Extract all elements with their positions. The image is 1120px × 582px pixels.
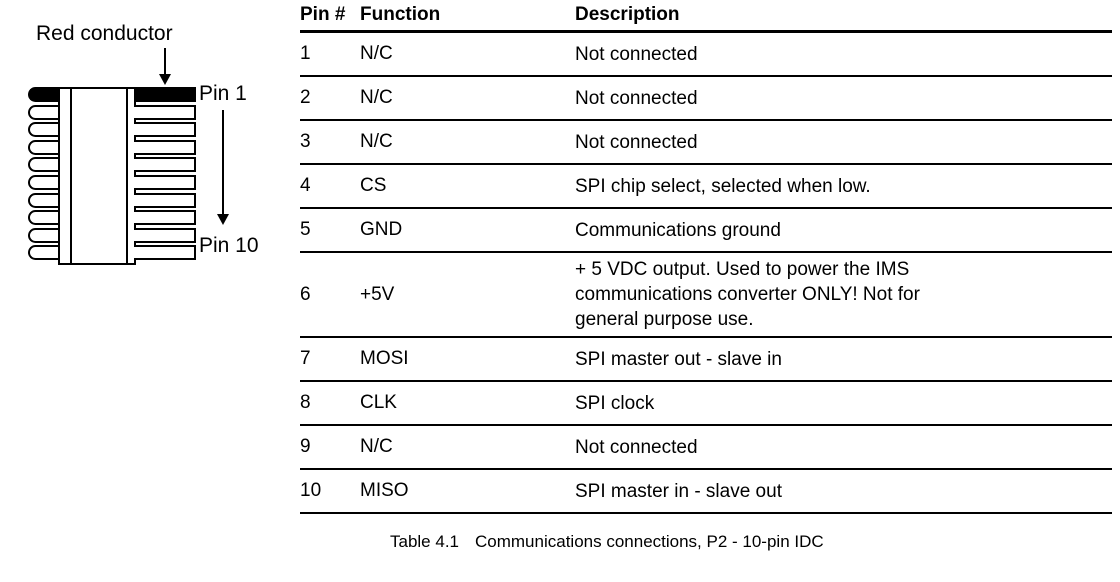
cell-description: + 5 VDC output. Used to power the IMS com… bbox=[575, 252, 1112, 338]
ribbon-tab-1 bbox=[28, 87, 58, 102]
ribbon-tab-2 bbox=[28, 104, 58, 120]
ribbon-tab-7 bbox=[28, 192, 58, 208]
table-header: Pin # Function Description bbox=[300, 0, 1112, 33]
cell-function: GND bbox=[360, 208, 575, 253]
description-line: SPI chip select, selected when low. bbox=[575, 175, 871, 197]
conductor-strip-5 bbox=[134, 157, 196, 173]
conductor-strip-7 bbox=[134, 192, 196, 208]
red-conductor-arrow-line bbox=[164, 48, 166, 76]
table-header-row: Pin # Function Description bbox=[300, 0, 1112, 33]
cell-pin-number: 1 bbox=[300, 31, 360, 77]
ribbon-tab-4 bbox=[28, 139, 58, 155]
description-line: communications converter ONLY! Not for bbox=[575, 284, 920, 305]
description-line: Not connected bbox=[575, 87, 698, 109]
ribbon-tab-10 bbox=[28, 245, 58, 261]
conductor-strip-10 bbox=[134, 245, 196, 261]
cell-pin-number: 10 bbox=[300, 469, 360, 514]
cell-pin-number: 3 bbox=[300, 120, 360, 165]
cell-function: CS bbox=[360, 164, 575, 209]
conductor-strip-9 bbox=[134, 227, 196, 243]
ribbon-tab-6 bbox=[28, 175, 58, 190]
cell-pin-number: 6 bbox=[300, 252, 360, 338]
ribbon-tab-8 bbox=[28, 210, 58, 226]
cell-description: Not connected bbox=[575, 120, 1112, 165]
description-line: Not connected bbox=[575, 436, 698, 458]
red-conductor-label: Red conductor bbox=[36, 22, 173, 45]
column-header-description: Description bbox=[575, 0, 1112, 33]
table-caption-text: Communications connections, P2 - 10-pin … bbox=[475, 532, 824, 551]
cell-description: Communications ground bbox=[575, 208, 1112, 253]
cell-description: Not connected bbox=[575, 425, 1112, 470]
conductor-strip-8 bbox=[134, 210, 196, 226]
description-line: Not connected bbox=[575, 43, 698, 65]
conductor-strip-2 bbox=[134, 104, 196, 120]
ribbon-tab-5 bbox=[28, 157, 58, 173]
cell-function: N/C bbox=[360, 425, 575, 470]
description-line: general purpose use. bbox=[575, 309, 754, 330]
cell-function: CLK bbox=[360, 381, 575, 426]
cell-function: MISO bbox=[360, 469, 575, 514]
cell-description: Not connected bbox=[575, 31, 1112, 77]
cell-description: SPI master in - slave out bbox=[575, 469, 1112, 514]
pin-10-label: Pin 10 bbox=[199, 234, 259, 257]
conductor-strip-4 bbox=[134, 139, 196, 155]
description-line: SPI clock bbox=[575, 392, 655, 414]
cell-pin-number: 7 bbox=[300, 337, 360, 382]
ribbon-tab-9 bbox=[28, 227, 58, 243]
description-line: Not connected bbox=[575, 131, 698, 153]
connector-inner-line-right bbox=[126, 87, 128, 265]
cell-function: N/C bbox=[360, 120, 575, 165]
conductor-strip-3 bbox=[134, 122, 196, 138]
cell-description: SPI master out - slave in bbox=[575, 337, 1112, 382]
conductor-strip-1 bbox=[134, 87, 196, 102]
pin-order-arrow-line bbox=[222, 110, 224, 218]
conductor-strip-6 bbox=[134, 175, 196, 190]
cell-pin-number: 5 bbox=[300, 208, 360, 253]
cell-pin-number: 4 bbox=[300, 164, 360, 209]
pin-1-label: Pin 1 bbox=[199, 82, 247, 105]
table-row: 6+5V+ 5 VDC output. Used to power the IM… bbox=[300, 252, 1112, 338]
connector-inner-line-left bbox=[70, 87, 72, 265]
description-line: Communications ground bbox=[575, 219, 781, 241]
cell-description: SPI clock bbox=[575, 381, 1112, 426]
connector-diagram: Red conductor Pin 1 Pin 10 bbox=[0, 0, 300, 290]
red-conductor-arrow-head bbox=[159, 74, 171, 85]
cell-function: MOSI bbox=[360, 337, 575, 382]
table-caption-label: Table 4.1 bbox=[390, 532, 459, 551]
cell-pin-number: 2 bbox=[300, 76, 360, 121]
cell-function: +5V bbox=[360, 252, 575, 338]
pin-order-arrow-head bbox=[217, 214, 229, 225]
cell-pin-number: 9 bbox=[300, 425, 360, 470]
cell-description: Not connected bbox=[575, 76, 1112, 121]
description-line: SPI master out - slave in bbox=[575, 348, 782, 370]
cell-description: SPI chip select, selected when low. bbox=[575, 164, 1112, 209]
table-caption: Table 4.1 Communications connections, P2 … bbox=[390, 532, 824, 552]
description-line: SPI master in - slave out bbox=[575, 480, 782, 502]
ribbon-tab-3 bbox=[28, 122, 58, 138]
cell-function: N/C bbox=[360, 31, 575, 77]
description-line: + 5 VDC output. Used to power the IMS bbox=[575, 259, 910, 280]
cell-pin-number: 8 bbox=[300, 381, 360, 426]
column-header-pin: Pin # bbox=[300, 0, 360, 33]
column-header-function: Function bbox=[360, 0, 575, 33]
cell-function: N/C bbox=[360, 76, 575, 121]
